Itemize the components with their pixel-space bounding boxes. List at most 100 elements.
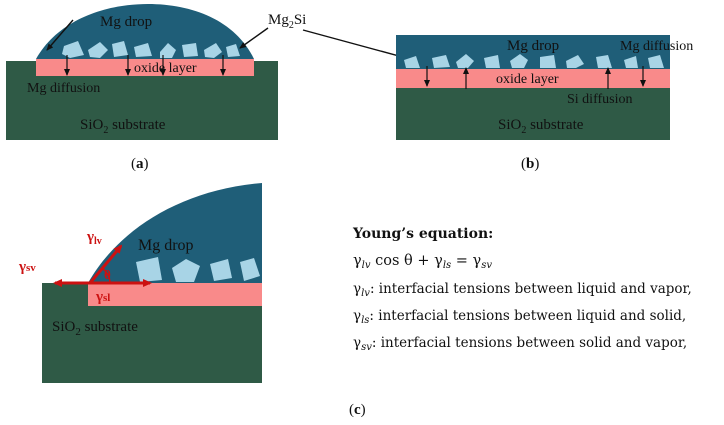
cos-theta-term: cos θ +: [370, 253, 435, 269]
young-equation: γlv cos θ + γls = γsv: [353, 253, 721, 271]
panel-b-oxide-label: oxide layer: [496, 72, 559, 87]
caption-letter: c: [354, 402, 361, 418]
gamma-lv-label: γlv: [86, 229, 102, 247]
panel-a: Mg drop oxide layer Mg diffusion SiO2 su…: [6, 4, 278, 172]
substrate-text: SiO: [52, 319, 76, 335]
panel-b-drop-label: Mg drop: [507, 38, 559, 54]
crystal: [510, 54, 528, 68]
panel-b-crystals: [404, 54, 664, 68]
crystal: [404, 56, 420, 68]
caption-letter: b: [526, 156, 534, 172]
crystal: [596, 55, 612, 68]
panel-a-oxide-layer: [36, 59, 254, 76]
panel-a-diffusion-label: Mg diffusion: [27, 81, 100, 96]
callout-arrow-right-drop: [239, 27, 269, 49]
substrate-subscript: 2: [521, 125, 526, 136]
subscript-lv: lv: [361, 260, 371, 271]
panel-c-mg-drop: [88, 183, 262, 283]
panel-b-substrate-label: SiO2 substrate: [498, 117, 584, 136]
crystal: [112, 41, 128, 57]
panel-a-mg-drop: [36, 4, 254, 59]
mg2si-rest: Si: [294, 12, 307, 28]
caption-letter: a: [136, 156, 144, 172]
subscript-sv: sv: [481, 260, 492, 271]
panel-b-diffusion-arrows: [424, 66, 646, 89]
substrate-rest: substrate: [526, 117, 583, 133]
mg2si-main: Mg: [268, 12, 289, 28]
crystal: [456, 54, 474, 68]
callout-arrow-left-drop: [46, 19, 74, 51]
gamma-sv-label: γsv: [18, 259, 36, 275]
crystal: [566, 55, 584, 68]
gamma-subscript: lv: [94, 236, 102, 247]
gamma-subscript: sl: [103, 292, 110, 304]
panel-c-substrate-label: SiO2 substrate: [52, 319, 138, 338]
theta-label: θ: [104, 267, 111, 282]
panel-c-oxide-layer: [88, 283, 262, 306]
mg2si-sub: 2: [289, 20, 294, 31]
caption-close: ): [144, 156, 149, 172]
substrate-text: SiO: [80, 117, 104, 133]
equals-sign: =: [451, 253, 473, 269]
substrate-text: SiO: [498, 117, 522, 133]
gamma-sl-label: γsl: [95, 289, 110, 305]
panel-a-diffusion-arrows: [64, 55, 226, 76]
panel-a-drop-label: Mg drop: [100, 14, 152, 30]
definition-sv: γsv: interfacial tensions between solid …: [353, 332, 721, 359]
panel-a-caption: (a): [131, 156, 149, 172]
crystal: [484, 55, 500, 68]
caption-open: (: [131, 156, 136, 172]
gamma-symbol: γ: [353, 308, 362, 324]
gamma-symbol: γ: [353, 281, 362, 297]
crystal: [160, 43, 176, 58]
subscript-ls: ls: [361, 315, 370, 326]
crystal: [240, 258, 260, 281]
caption-open: (: [349, 402, 354, 418]
equation-title: Young’s equation:: [353, 226, 494, 242]
panel-c-caption: (c): [349, 402, 366, 418]
caption-close: ): [361, 402, 366, 418]
gamma-symbol: γ: [86, 229, 94, 245]
gamma-lv-arrow: [88, 244, 123, 284]
gamma-symbol: γ: [434, 253, 443, 269]
caption-close: ): [534, 156, 539, 172]
gamma-symbol: γ: [95, 289, 103, 305]
definition-ls: γls: interfacial tensions between liquid…: [353, 305, 721, 332]
definition-text: : interfacial tensions between liquid an…: [369, 281, 692, 297]
substrate-subscript: 2: [103, 125, 108, 136]
definition-text: : interfacial tensions between solid and…: [371, 335, 688, 351]
panel-a-oxide-label: oxide layer: [134, 61, 197, 76]
young-equation-block: Young’s equation: γlv cos θ + γls = γsv …: [353, 226, 721, 359]
crystal: [136, 257, 162, 282]
panel-c-crystals: [136, 257, 260, 282]
panel-b-caption: (b): [521, 156, 539, 172]
definition-lv: γlv: interfacial tensions between liquid…: [353, 278, 721, 305]
crystal: [432, 55, 450, 68]
mg2si-label: Mg2Si: [268, 12, 306, 31]
crystal: [172, 259, 200, 282]
crystal: [88, 42, 108, 58]
subscript-ls: ls: [442, 260, 452, 271]
gamma-symbol: γ: [18, 259, 26, 275]
substrate-rest: substrate: [81, 319, 138, 335]
panel-c-force-vectors: [53, 244, 152, 287]
gamma-subscript: sv: [26, 262, 36, 274]
crystal: [182, 43, 198, 57]
panel-c: θ γlv γsv γsl Mg drop SiO2 substrate (c): [18, 183, 366, 418]
panel-a-crystals: [62, 41, 240, 58]
caption-open: (: [521, 156, 526, 172]
gamma-symbol: γ: [353, 335, 362, 351]
crystal: [204, 43, 222, 58]
panel-b-mg-diffusion-label: Mg diffusion: [620, 39, 693, 54]
crystal: [210, 259, 232, 281]
subscript-sv: sv: [361, 342, 372, 353]
crystal: [624, 56, 638, 68]
definition-text: : interfacial tensions between liquid an…: [369, 308, 687, 324]
subscript-lv: lv: [361, 288, 370, 299]
crystal: [134, 43, 152, 57]
panel-a-substrate-label: SiO2 substrate: [80, 117, 166, 136]
crystal: [540, 55, 556, 68]
panel-b: Mg drop Mg diffusion oxide layer Si diff…: [396, 35, 693, 172]
panel-b-substrate: [396, 88, 670, 140]
